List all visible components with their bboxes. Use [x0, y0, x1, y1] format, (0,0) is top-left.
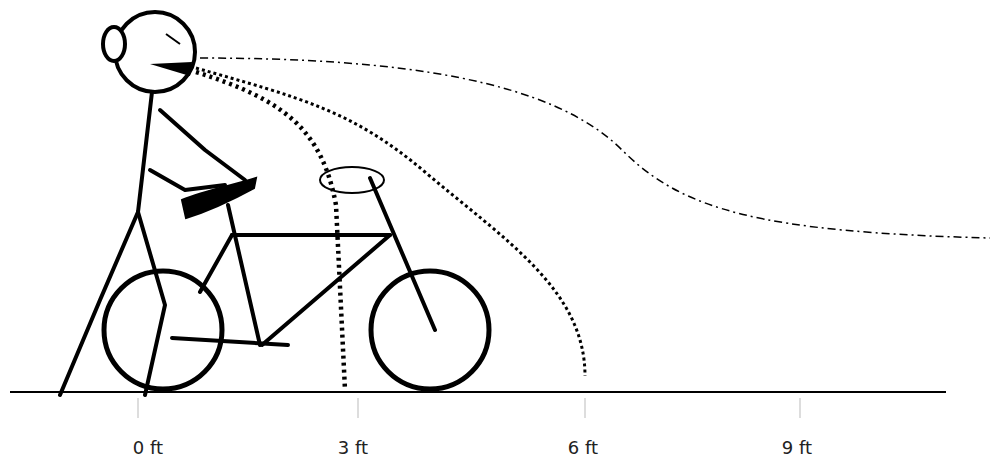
- droplet-path-medium: [196, 68, 585, 376]
- bicycle: [104, 167, 489, 389]
- ground-line: [10, 391, 946, 393]
- distance-label: 0 ft: [133, 438, 163, 458]
- eye: [166, 34, 180, 44]
- mouth: [150, 62, 192, 76]
- droplet-path-short: [196, 72, 345, 390]
- scale-ticks: [138, 398, 800, 418]
- distance-label: 6 ft: [568, 438, 598, 458]
- droplet-path-long: [200, 58, 990, 238]
- distance-label: 3 ft: [338, 438, 368, 458]
- handlebar-grip: [182, 178, 256, 218]
- distance-label: 9 ft: [782, 438, 812, 458]
